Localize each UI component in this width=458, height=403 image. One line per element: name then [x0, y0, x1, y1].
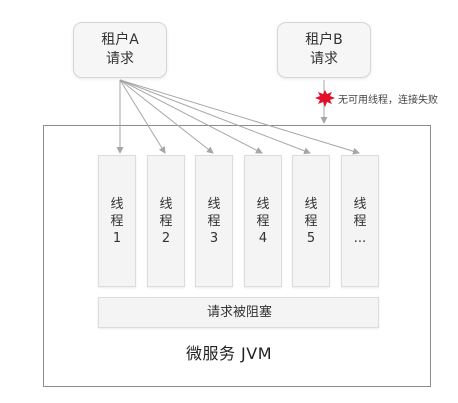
thread-label-char1: 线 — [353, 196, 367, 212]
tenant-b-request-box: 租户B 请求 — [277, 22, 371, 78]
thread-number: 3 — [209, 230, 219, 246]
thread-label-char2: 程 — [353, 213, 367, 229]
thread-label-char1: 线 — [304, 196, 318, 212]
thread-number: 1 — [112, 230, 122, 246]
tenant-b-label: 租户B — [305, 32, 343, 48]
tenant-a-request-box: 租户A 请求 — [73, 22, 167, 78]
request-blocked-bar: 请求被阻塞 — [98, 297, 379, 328]
thread-label-char2: 程 — [304, 213, 318, 229]
tenant-b-request-label: 请求 — [310, 51, 338, 67]
thread-box-4: 线 程 4 — [244, 155, 282, 287]
arrow-to-thread-6 — [119, 79, 360, 155]
thread-box-more: 线 程 ... — [341, 155, 379, 287]
red-burst-icon — [315, 90, 335, 107]
thread-label-char1: 线 — [207, 196, 221, 212]
thread-number: 5 — [306, 230, 316, 246]
jvm-title: 微服务 JVM — [185, 344, 273, 363]
thread-box-5: 线 程 5 — [292, 155, 330, 287]
thread-box-1: 线 程 1 — [98, 155, 136, 287]
arrow-to-thread-2 — [119, 79, 166, 154]
thread-label-char1: 线 — [110, 196, 124, 212]
connection-failed-note: 无可用线程，连接失败 — [338, 95, 438, 106]
thread-box-2: 线 程 2 — [147, 155, 185, 287]
request-blocked-label: 请求被阻塞 — [207, 305, 273, 320]
arrow-to-thread-5 — [119, 79, 311, 155]
thread-label-char2: 程 — [110, 213, 124, 229]
thread-number: 2 — [161, 230, 171, 246]
thread-number: ... — [353, 230, 367, 246]
thread-label-char2: 程 — [159, 213, 173, 229]
arrow-to-thread-3 — [119, 79, 214, 154]
thread-label-char2: 程 — [207, 213, 221, 229]
thread-box-3: 线 程 3 — [195, 155, 233, 287]
thread-label-char1: 线 — [256, 196, 270, 212]
arrow-to-thread-4 — [119, 79, 263, 154]
thread-label-char2: 程 — [256, 213, 270, 229]
thread-label-char1: 线 — [159, 196, 173, 212]
tenant-a-request-label: 请求 — [106, 51, 134, 67]
tenant-a-label: 租户A — [101, 32, 139, 48]
thread-number: 4 — [258, 230, 268, 246]
